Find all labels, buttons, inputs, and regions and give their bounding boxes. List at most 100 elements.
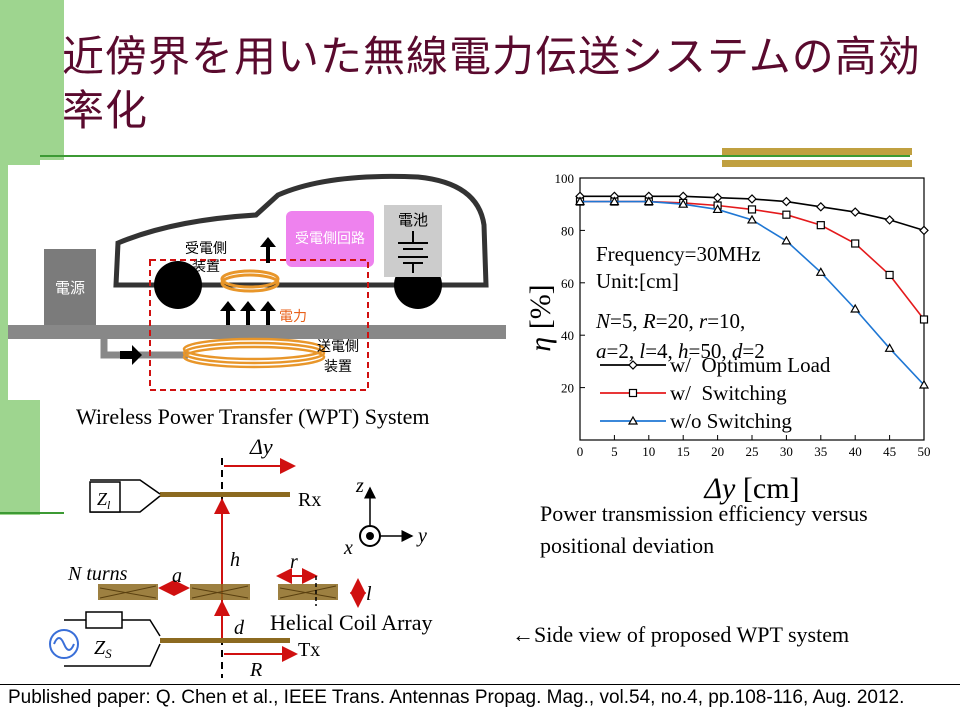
arrow-up-icon: [260, 237, 276, 263]
h-label: h: [230, 549, 240, 571]
x-axis-label: Δy [cm]: [703, 472, 799, 505]
x-tick-label: 20: [711, 444, 724, 459]
gold-bar-top: [722, 148, 912, 155]
highlight-box: [149, 259, 369, 391]
transmitter-device-label-1: 送電側: [317, 339, 359, 355]
slide-title: 近傍界を用いた無線電力伝送システムの高効率化: [62, 32, 921, 135]
accent-bar-segment: [40, 0, 64, 160]
data-point: [712, 204, 723, 214]
annotation-4: a=2, l=4, h=50, d=2: [596, 339, 765, 363]
published-paper-footer: Published paper: Q. Chen et al., IEEE Tr…: [8, 687, 905, 708]
data-point: [919, 225, 929, 236]
svg-text:Zl: Zl: [97, 489, 111, 512]
data-point: [919, 315, 929, 324]
axis-z-label: z: [355, 475, 364, 497]
data-point: [574, 196, 586, 206]
y-tick-label: 60: [561, 276, 574, 291]
title-underline: [40, 155, 910, 157]
footer-divider: [0, 684, 960, 685]
y-tick-label: 100: [555, 171, 575, 186]
zs-subscript: S: [105, 646, 112, 661]
left-bar-underline: [0, 512, 64, 514]
data-point: [746, 214, 758, 224]
n-turns-label: N turns: [67, 563, 128, 585]
x-tick-label: 15: [677, 444, 690, 459]
d-label: d: [234, 617, 245, 639]
a-label: a: [172, 565, 182, 587]
data-point: [781, 196, 792, 207]
zl-label: Z: [97, 489, 108, 509]
legend-marker: [628, 360, 638, 370]
rx-label: Rx: [298, 489, 321, 511]
power-arrows-icon: [220, 301, 276, 325]
x-tick-label: 45: [883, 444, 896, 459]
x-tick-label: 0: [577, 444, 584, 459]
axis-x-label: x: [343, 537, 353, 559]
side-view-diagram: Δy Rx Zl h N turns a r l Helical Coil Ar…: [49, 434, 433, 681]
data-point: [850, 207, 861, 217]
data-point: [781, 235, 792, 245]
data-point: [609, 196, 620, 206]
data-point: [643, 196, 654, 206]
helical-coil-array-label: Helical Coil Array: [270, 610, 433, 635]
transmitter-device-label-2: 装置: [324, 359, 352, 375]
x-tick-label: 35: [814, 444, 827, 459]
legend-label: w/ Optimum Load: [670, 353, 831, 377]
caption-wpt-system: Wireless Power Transfer (WPT) System: [76, 404, 430, 429]
y-tick-label: 40: [561, 328, 574, 343]
battery-icon: [398, 231, 428, 273]
legend-label: w/o Switching: [670, 409, 792, 433]
annotation-1: Frequency=30MHz: [596, 242, 761, 266]
data-point: [678, 198, 689, 208]
data-point: [918, 379, 930, 389]
zl-subscript: l: [107, 498, 111, 512]
r-label: r: [290, 551, 298, 573]
caption-efficiency-line-2: positional deviation: [540, 533, 715, 558]
power-source-label: 電源: [55, 280, 85, 297]
gold-bar-bottom: [722, 160, 912, 167]
data-point: [747, 194, 757, 204]
data-point: [885, 270, 894, 280]
legend-marker: [628, 388, 638, 398]
data-point: [816, 221, 825, 230]
data-point: [782, 210, 791, 219]
x-tick-label: 5: [611, 444, 618, 459]
data-point: [747, 205, 757, 214]
zs-label: Z: [94, 637, 106, 659]
car-wpt-diagram: 電源 電池 受電側回路 受電側 装置 電力 送電側 装置: [8, 165, 506, 400]
receiver-device-label-1: 受電側: [185, 241, 227, 257]
power-label: 電力: [279, 309, 307, 325]
y-tick-label: 80: [561, 223, 574, 238]
receiver-device-label-2: 装置: [192, 259, 220, 275]
x-tick-label: 10: [642, 444, 655, 459]
data-point: [815, 267, 826, 276]
data-point: [815, 201, 826, 212]
legend-marker: [627, 415, 639, 425]
x-tick-label: 30: [780, 444, 793, 459]
y-tick-label: 20: [561, 381, 574, 396]
x-tick-label: 40: [849, 444, 862, 459]
svg-text:N turns: N turns: [67, 563, 128, 585]
y-axis-label: η [%]: [524, 284, 557, 351]
arrow-right-icon: [120, 345, 142, 365]
axis-y-label: y: [416, 525, 427, 547]
annotation-2: Unit:[cm]: [596, 269, 679, 293]
svg-text:ZS: ZS: [94, 637, 112, 661]
R-label: R: [249, 659, 262, 681]
l-label: l: [366, 583, 372, 605]
tx-label: Tx: [298, 639, 320, 661]
receiver-circuit-label: 受電側回路: [295, 231, 365, 247]
legend-label: w/ Switching: [670, 381, 787, 405]
annotation-3: N=5, R=20, r=10,: [595, 309, 745, 333]
x-tick-label: 50: [918, 444, 931, 459]
data-point: [884, 215, 895, 225]
caption-efficiency: Power transmission efficiency versus pos…: [540, 498, 868, 562]
caption-efficiency-line-1: Power transmission efficiency versus: [540, 501, 868, 526]
efficiency-chart: Frequency=30MHz Unit:[cm] N=5, R=20, r=1…: [524, 171, 931, 505]
data-point: [850, 303, 861, 313]
data-point: [851, 239, 860, 248]
delta-y-label: Δy: [249, 434, 273, 459]
x-tick-label: 25: [746, 444, 759, 459]
data-point: [884, 343, 895, 352]
battery-label: 電池: [398, 212, 428, 229]
